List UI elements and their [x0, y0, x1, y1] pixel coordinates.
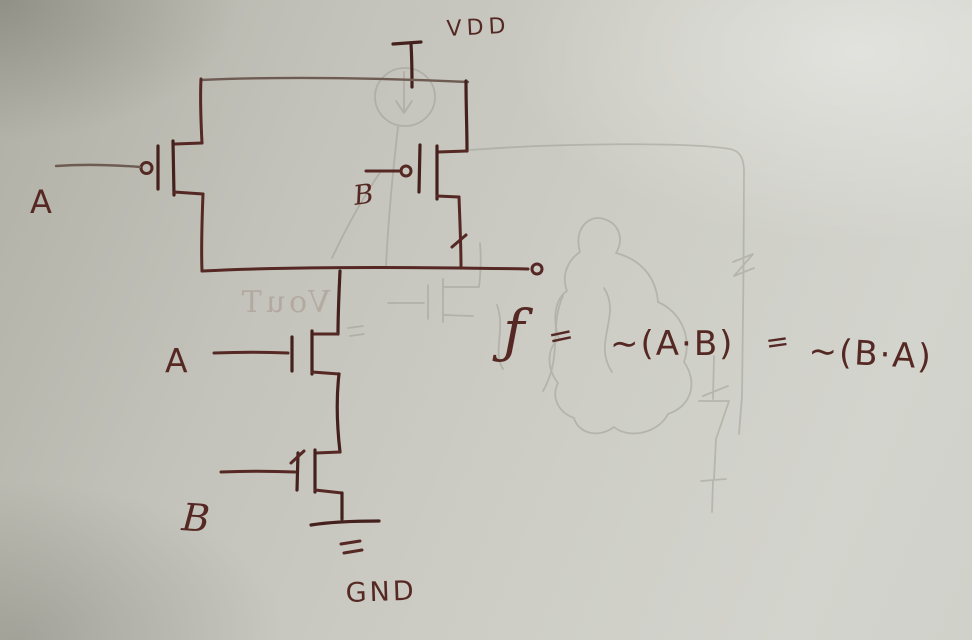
gnd-bar	[309, 519, 381, 527]
nmos-transistor-a	[212, 269, 342, 376]
pmos-b-gate-bar	[417, 143, 422, 194]
pmos-a-drain-step	[172, 190, 205, 196]
pmos-transistor-a	[54, 77, 205, 273]
ghost-transistor-drain	[442, 242, 482, 288]
vdd-rail	[199, 76, 470, 84]
output-rail	[200, 265, 530, 273]
ghost-resistor-zigzag	[732, 253, 755, 277]
pmos-a-input-label: A	[30, 183, 52, 221]
pmos-a-gate-line	[54, 163, 142, 169]
nmos-b-source-step	[313, 488, 344, 495]
nmos-b-gate-line	[219, 469, 297, 474]
pmos-b-drain-step	[435, 194, 461, 199]
nmos-b-gate-bar	[295, 451, 300, 492]
gnd-label: GND	[345, 576, 417, 609]
ghost-equals-mark	[347, 325, 365, 337]
ground-symbol	[309, 491, 381, 555]
nmos-a-source-step	[310, 370, 341, 376]
pmos-a-bubble	[139, 161, 154, 175]
vdd-tbar	[391, 40, 423, 46]
nmos-a-gate-line	[212, 350, 290, 355]
bleedthrough-ghosts	[331, 67, 755, 513]
pmos-a-channel-bar	[171, 139, 176, 197]
nmos-transistor-b	[219, 448, 344, 495]
ghost-squiggles	[496, 287, 613, 392]
ghost-arrow-head	[395, 100, 413, 114]
pmos-transistor-b	[364, 79, 469, 270]
nmos-a-input-label: A	[165, 341, 188, 380]
formula-equals-1: =	[545, 316, 577, 355]
nmos-b-gate-tick	[289, 449, 306, 465]
nmos-a-drain-wire	[336, 269, 342, 336]
formula-term-2: ∼(B·A)	[808, 331, 934, 377]
ghost-vout-mirrored-text: VouT	[238, 285, 331, 320]
ghost-wire-vertical	[385, 126, 399, 267]
vdd-label: VDD	[446, 14, 511, 42]
ghost-transistor-source	[442, 314, 474, 317]
ghost-current-source-circle	[374, 67, 436, 127]
pmos-b-source-step	[436, 149, 469, 154]
output-terminal	[530, 262, 544, 276]
pmos-b-input-label: B	[351, 178, 376, 212]
ghost-crease-line	[331, 170, 382, 259]
nmos-b-drain-step	[314, 450, 342, 455]
pmos-b-source-wire	[464, 79, 469, 153]
pmos-b-drain-tick	[450, 233, 468, 249]
formula-equals-2: =	[763, 324, 791, 360]
nmos-b-input-label: B	[179, 495, 211, 541]
gnd-dashes	[339, 539, 364, 555]
formula-term-1: ∼(A·B)	[610, 324, 734, 364]
ghost-loop-wire	[469, 143, 745, 397]
pmos-a-source-wire	[199, 77, 204, 145]
ghost-blob-outline	[548, 217, 693, 435]
series-wire	[335, 372, 342, 454]
pmos-b-bubble	[399, 164, 413, 178]
ghost-diode	[698, 355, 730, 513]
pmos-a-drain-wire	[200, 192, 205, 273]
pmos-b-drain-wire	[457, 195, 463, 270]
vdd-stem	[409, 42, 414, 89]
ghost-wire-stub	[738, 395, 743, 435]
pmos-a-source-step	[173, 141, 204, 146]
